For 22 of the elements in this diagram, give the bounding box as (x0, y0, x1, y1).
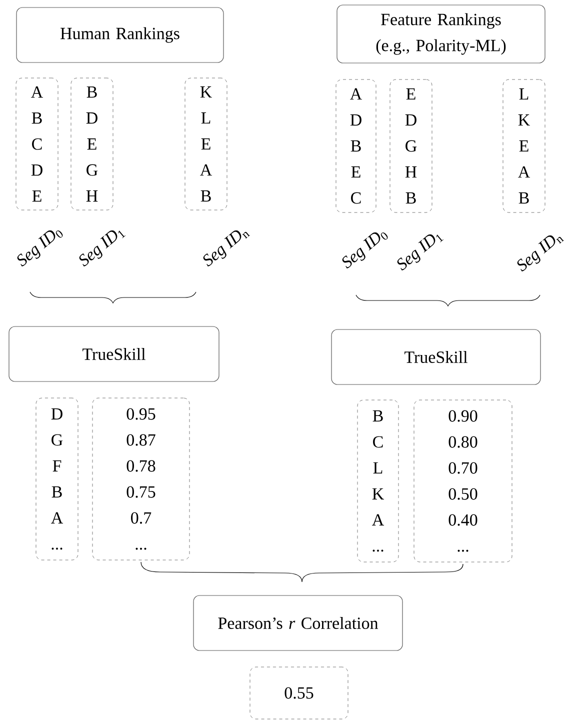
ranking-column: K L E A B (184, 78, 228, 210)
ranking-column: B C L K A ... (357, 400, 399, 562)
score-column: 0.95 0.87 0.78 0.75 0.7 ... (92, 398, 190, 560)
segment-label: Seg ID$_{1}$ (397, 234, 444, 270)
result-box: 0.55 (250, 666, 348, 720)
segment-label: Seg ID$_{n}$ (203, 230, 250, 266)
ranking-column: E D G H B (390, 79, 432, 213)
title-box: Feature Rankings (e.g., Polarity-ML) (336, 4, 546, 64)
segment-label: Seg ID$_{0}$ (342, 232, 388, 268)
ranking-column: B D E G H (70, 78, 114, 210)
ranking-column: A B C D E (16, 78, 58, 210)
score-column: 0.90 0.80 0.70 0.50 0.40 ... (414, 400, 512, 562)
segment-label: Seg ID$_{0}$ (17, 230, 63, 266)
process-box: TrueSkill (8, 326, 220, 382)
segment-label: Seg ID$_{n}$ (517, 235, 564, 272)
ranking-column: L K E A B (502, 79, 546, 213)
process-box: TrueSkill (331, 329, 541, 385)
title-box: Human Rankings (16, 7, 224, 63)
ranking-column: A D B E C (336, 79, 376, 213)
ranking-column: D G F B A ... (36, 398, 78, 560)
segment-label: Seg ID$_{1}$ (79, 230, 126, 266)
process-box: Pearson’s r Correlation (193, 595, 403, 651)
